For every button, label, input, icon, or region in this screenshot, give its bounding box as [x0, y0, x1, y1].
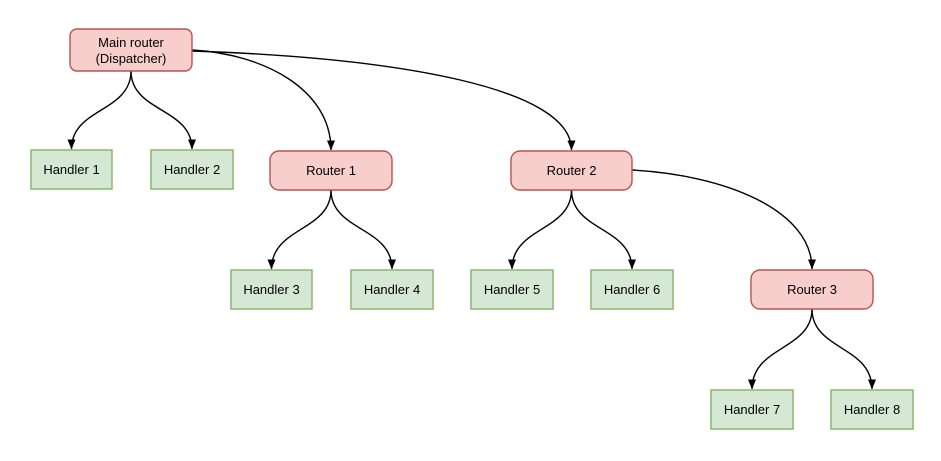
node-handler-8: Handler 8 — [830, 389, 914, 430]
edges-layer — [67, 49, 876, 390]
handler-5-label: Handler 5 — [484, 282, 540, 297]
edge-router-3-to-handler-8 — [811, 308, 876, 390]
node-handler-4: Handler 4 — [350, 269, 434, 310]
handler-7-box — [710, 389, 794, 430]
handler-4-label: Handler 4 — [364, 282, 420, 297]
node-handler-2: Handler 2 — [150, 149, 234, 190]
edge-main-router-to-router-2 — [191, 50, 576, 151]
main-router-label-line2: (Dispatcher) — [96, 51, 167, 66]
node-handler-7: Handler 7 — [710, 389, 794, 430]
handler-6-box — [590, 269, 674, 310]
main-router-label-line1: Main router — [98, 35, 164, 50]
node-router-3: Router 3 — [750, 269, 874, 310]
edge-router-1-to-handler-3 — [267, 189, 332, 270]
node-handler-6: Handler 6 — [590, 269, 674, 310]
node-handler-1: Handler 1 — [30, 149, 113, 190]
node-router-1: Router 1 — [269, 150, 393, 191]
handler-8-label: Handler 8 — [844, 402, 900, 417]
handler-8-box — [830, 389, 914, 430]
edge-router-2-to-handler-5 — [508, 189, 573, 270]
router-1-label: Router 1 — [306, 163, 356, 178]
edge-router-3-to-handler-7 — [748, 308, 813, 390]
handler-6-label: Handler 6 — [604, 282, 660, 297]
handler-5-box — [470, 269, 554, 310]
handler-3-label: Handler 3 — [243, 282, 299, 297]
handler-4-box — [350, 269, 434, 310]
edge-router-2-to-router-3 — [631, 169, 816, 270]
node-handler-3: Handler 3 — [230, 269, 313, 310]
router-3-label: Router 3 — [787, 282, 837, 297]
handler-1-box — [30, 149, 113, 190]
node-handler-5: Handler 5 — [470, 269, 554, 310]
edge-main-router-to-handler-2 — [130, 70, 196, 150]
nodes-layer: Main router (Dispatcher) Handler 1 Handl… — [30, 28, 914, 430]
edge-router-2-to-handler-6 — [570, 189, 636, 270]
router-1-box — [269, 150, 393, 191]
handler-7-label: Handler 7 — [724, 402, 780, 417]
edge-main-router-to-handler-1 — [67, 70, 132, 150]
node-main-router: Main router (Dispatcher) — [69, 28, 193, 72]
edge-main-router-to-router-1 — [191, 49, 335, 151]
router-3-box — [750, 269, 874, 310]
handler-2-label: Handler 2 — [164, 162, 220, 177]
node-router-2: Router 2 — [510, 150, 633, 191]
handler-1-label: Handler 1 — [43, 162, 99, 177]
router-2-box — [510, 150, 633, 191]
router-2-label: Router 2 — [547, 163, 597, 178]
handler-3-box — [230, 269, 313, 310]
main-router-box — [69, 28, 193, 72]
edge-router-1-to-handler-4 — [330, 189, 396, 270]
handler-2-box — [150, 149, 234, 190]
